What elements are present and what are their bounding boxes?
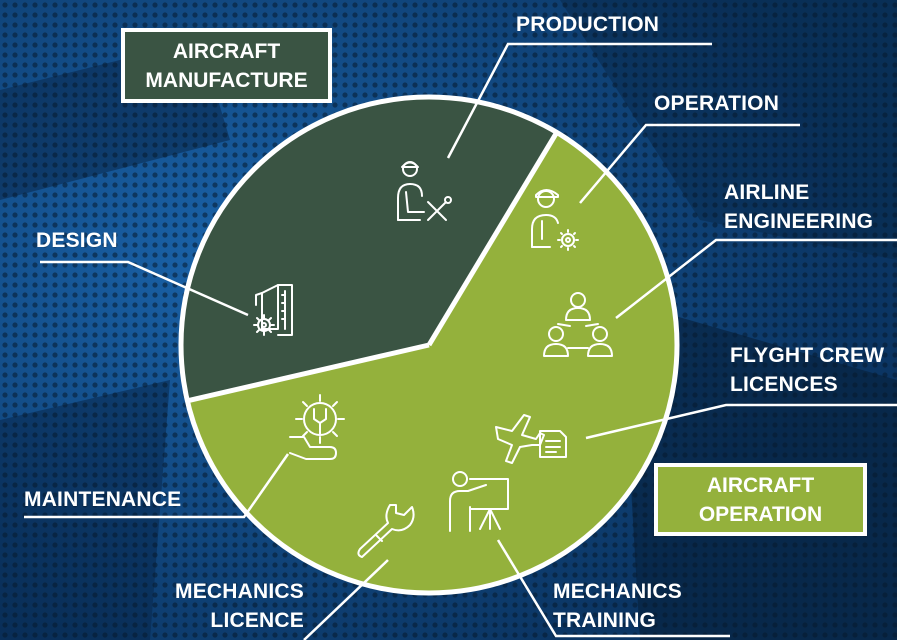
label-production: PRODUCTION xyxy=(516,13,660,36)
connector-production xyxy=(446,42,712,159)
connector-lines xyxy=(24,42,897,640)
pie-outline xyxy=(178,94,680,596)
label-maintenance: MAINTENANCE xyxy=(24,488,182,511)
team-network-icon xyxy=(543,292,613,357)
connector-mechanics-licence xyxy=(303,559,389,640)
connector-operation xyxy=(579,123,800,204)
blueprint-gear-icon xyxy=(253,284,293,336)
divider-line xyxy=(426,131,559,347)
label-design: DESIGN xyxy=(36,229,118,252)
divider-line xyxy=(186,342,430,404)
connector-flyght-crew-licences xyxy=(585,403,897,440)
label-operation: OPERATION xyxy=(654,92,780,115)
wrench-icon xyxy=(357,504,415,558)
presentation-board-icon xyxy=(449,471,509,532)
icons-layer xyxy=(253,161,613,558)
group-box-aircraft-manufacture: AIRCRAFT MANUFACTURE xyxy=(121,28,332,103)
group-title-line2: MANUFACTURE xyxy=(145,68,308,92)
label-mechanics-training: MECHANICS TRAINING xyxy=(553,580,682,632)
connector-design xyxy=(40,260,249,317)
plane-document-icon xyxy=(495,414,567,464)
pilot-gear-icon xyxy=(531,189,579,251)
group-box-aircraft-operation: AIRCRAFT OPERATION xyxy=(654,463,867,536)
engineer-tools-icon xyxy=(397,161,452,221)
label-airline-engineering: AIRLINE ENGINEERING xyxy=(724,181,874,233)
label-flyght-crew-licences: FLYGHT CREW LICENCES xyxy=(730,344,885,396)
group-title-line2: OPERATION xyxy=(698,502,823,526)
label-mechanics-licence: MECHANICS LICENCE xyxy=(175,580,304,632)
sector-aircraft-operation xyxy=(187,132,678,594)
gear-hand-wrench-icon xyxy=(289,394,345,460)
group-title-line1: AIRCRAFT xyxy=(172,39,281,63)
connector-airline-engineering xyxy=(615,238,897,319)
group-title-line1: AIRCRAFT xyxy=(706,473,815,497)
connector-mechanics-training xyxy=(496,539,730,638)
connector-maintenance xyxy=(24,453,290,519)
